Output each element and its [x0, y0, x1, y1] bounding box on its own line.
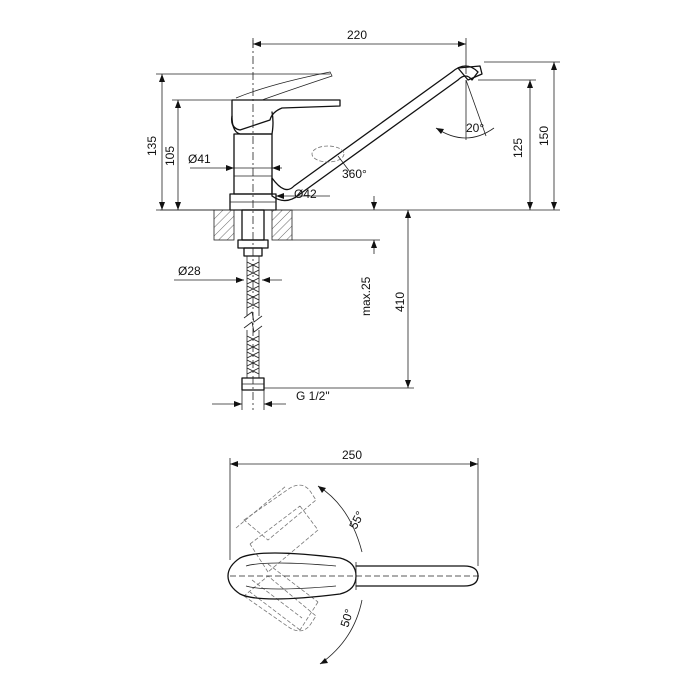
dim-55deg-label: 55° [346, 509, 367, 532]
dim-105-label: 105 [163, 146, 177, 166]
handle-ghost-right [243, 575, 317, 632]
dim-250-label: 250 [342, 448, 362, 462]
dim-g12-label: G 1/2" [296, 389, 330, 403]
dim-220-label: 220 [347, 28, 367, 42]
dim-135-label: 135 [145, 136, 159, 156]
handle-top-inner [245, 562, 337, 590]
top-view-dimensions: 250 55° 50° [229, 448, 479, 665]
dim-125-label: 125 [511, 138, 525, 158]
dim-50deg-label: 50° [338, 607, 357, 629]
swivel-ellipse [311, 145, 345, 163]
dim-360deg-label: 360° [342, 167, 367, 181]
handle-ghost-left-outline [235, 485, 319, 573]
dim-41-label: Ø41 [188, 152, 211, 166]
top-view [227, 484, 480, 632]
worktop-right [271, 209, 293, 241]
dim-410-label: 410 [393, 292, 407, 312]
handle-top-view [227, 552, 357, 600]
worktop-left [213, 209, 235, 241]
side-view [160, 40, 560, 410]
spout [271, 65, 479, 202]
dim-20deg-label: 20° [466, 121, 484, 135]
dim-max25-label: max.25 [359, 276, 373, 316]
faucet-cap [231, 111, 274, 135]
lever-ghost-raised [235, 71, 333, 101]
lever-handle [231, 99, 341, 131]
handle-ghost-left [243, 484, 317, 541]
dim-150-label: 150 [537, 126, 551, 146]
spout-aerator [457, 65, 483, 81]
side-view-dimensions: 220 135 105 150 125 20° [145, 28, 560, 410]
dim-28-label: Ø28 [178, 264, 201, 278]
dim-42-label: Ø42 [294, 187, 317, 201]
